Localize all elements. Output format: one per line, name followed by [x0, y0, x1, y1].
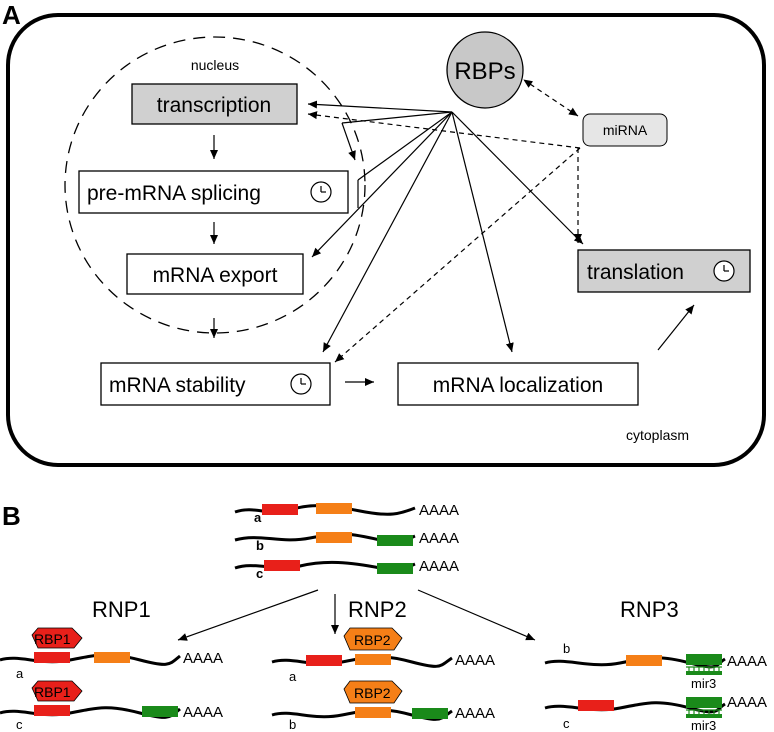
localization-label: mRNA localization — [433, 374, 603, 397]
transcript-a-id: a — [254, 510, 262, 525]
rnp2-b-id: b — [289, 717, 296, 732]
export-box — [126, 253, 304, 295]
transcript-a-polya: AAAA — [419, 502, 459, 519]
rnp3-row-c: mir3 AAAA c — [544, 694, 767, 732]
rnp-arrows — [177, 589, 536, 641]
translation-label: translation — [587, 261, 684, 284]
mir3-binding-c — [686, 709, 722, 714]
rnp2-a-id: a — [289, 669, 297, 684]
translation-clock-icon — [713, 260, 735, 282]
nucleus-boundary — [64, 36, 366, 334]
rbp1-protein — [31, 680, 83, 702]
panel-b-label: B — [2, 501, 21, 531]
rnp2-row-b: RBP2 AAAA b — [271, 680, 495, 732]
cell-outline — [6, 13, 766, 467]
splicing-clock-icon — [310, 181, 332, 203]
rnp3-b-id: b — [563, 641, 570, 656]
cytoplasm-label: cytoplasm — [626, 427, 689, 443]
rbps-circle — [446, 31, 524, 109]
rnp3-row-b: mir3 AAAA b — [544, 641, 767, 691]
rnp3-title: RNP3 — [620, 597, 679, 622]
transcript-c: AAAA c — [234, 558, 459, 581]
rnp2-title: RNP2 — [348, 597, 407, 622]
panel-a-label: A — [2, 0, 21, 30]
rnp1-c-polya: AAAA — [183, 704, 223, 721]
transcription-box — [131, 83, 298, 125]
transcript-b-polya: AAAA — [419, 530, 459, 547]
rnp2-a-polya: AAAA — [455, 652, 495, 669]
transcription-label: transcription — [157, 94, 271, 117]
rnp2-row-a: RBP2 AAAA a — [271, 627, 495, 684]
rnp1-c-id: c — [16, 717, 23, 732]
mir3-binding-b — [686, 666, 722, 671]
mir3-label-c: mir3 — [691, 718, 716, 732]
transcript-c-polya: AAAA — [419, 558, 459, 575]
transcript-c-id: c — [256, 566, 263, 581]
mirna-label: miRNA — [603, 122, 648, 138]
rnp1-row-a: RBP1 AAAA a — [0, 627, 223, 681]
export-label: mRNA export — [153, 264, 278, 287]
splicing-label: pre-mRNA splicing — [87, 182, 261, 205]
rnp2-b-polya: AAAA — [455, 705, 495, 722]
rnp3-c-polya: AAAA — [727, 694, 767, 711]
rbp1-protein — [31, 627, 83, 649]
pathway-arrows — [210, 135, 695, 386]
rnp3-b-polya: AAAA — [727, 653, 767, 670]
stability-clock-icon — [290, 373, 312, 395]
rbp1-label-c: RBP1 — [34, 684, 71, 700]
rnp1-a-id: a — [16, 666, 24, 681]
rnp3-c-id: c — [563, 716, 570, 731]
nucleus-label: nucleus — [191, 57, 239, 73]
mirna-box — [582, 113, 668, 147]
rbp-regulation-arrows — [307, 100, 584, 353]
rbp2-label-b: RBP2 — [354, 685, 391, 701]
transcript-b-id: b — [256, 538, 264, 553]
mirna-arrows — [307, 79, 582, 363]
rnp1-row-c: RBP1 AAAA c — [0, 680, 223, 732]
rbps-label: RBPs — [454, 58, 515, 85]
transcript-a: AAAA a — [234, 502, 459, 525]
localization-box — [397, 362, 639, 406]
rnp1-title: RNP1 — [92, 597, 151, 622]
transcript-b: AAAA b — [234, 530, 459, 553]
rbp2-label-a: RBP2 — [354, 632, 391, 648]
mir3-label-b: mir3 — [691, 676, 716, 691]
rbp2-protein — [343, 680, 403, 704]
rbp1-label-a: RBP1 — [34, 631, 71, 647]
splicing-box — [78, 170, 349, 214]
stability-label: mRNA stability — [109, 374, 246, 397]
rnp1-a-polya: AAAA — [183, 650, 223, 667]
rbp2-protein — [343, 627, 403, 651]
